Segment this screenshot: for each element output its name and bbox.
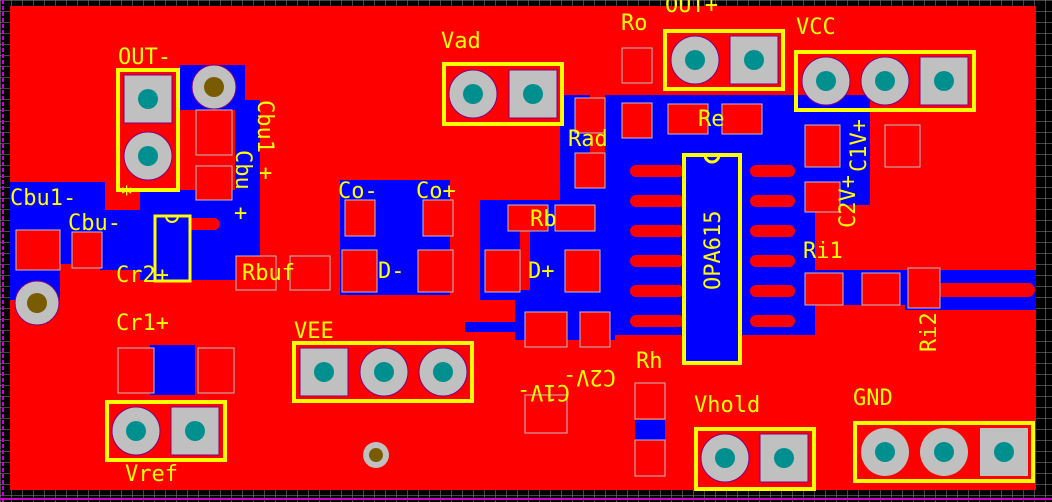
- pad-c1v-plus-b: [884, 124, 921, 168]
- pad-co-plus: [422, 199, 454, 237]
- label-cbu1-plus-sign: +: [259, 161, 272, 186]
- label-rad: Rad: [568, 127, 608, 152]
- label-vad: Vad: [441, 29, 481, 54]
- pad-ro-b: [621, 102, 653, 139]
- pad-rh-b: [634, 439, 666, 477]
- label-cbu-minus: Cbu-: [68, 211, 121, 236]
- label-vhold: Vhold: [694, 393, 760, 418]
- pad-cr1-b: [197, 347, 235, 394]
- pad-d-plus-b: [564, 249, 601, 293]
- pad-rh-a: [634, 382, 666, 420]
- pad-rad-b: [574, 152, 606, 189]
- pad-ri1-a: [804, 272, 844, 306]
- smd-pads: [15, 47, 941, 477]
- label-cr2: Cr2+: [116, 263, 169, 288]
- chip-label: OPA615: [701, 211, 726, 290]
- label-co-minus: Co-: [338, 179, 378, 204]
- label-cbu1-minus: Cbu1-: [10, 186, 76, 211]
- pad-rb-a: [507, 204, 549, 232]
- pad-co-minus: [344, 199, 376, 237]
- pad-re-b: [721, 103, 763, 135]
- pad-d-minus-b: [417, 249, 454, 293]
- connector-vee[interactable]: [292, 341, 474, 403]
- pad-rb-b: [554, 204, 596, 232]
- connector-vad[interactable]: [442, 62, 564, 126]
- connector-out-minus[interactable]: [116, 68, 180, 192]
- pad-rbuf-b: [289, 255, 331, 291]
- label-cbu-plus: Cbu: [230, 150, 255, 190]
- pad-c2v-plus: [804, 181, 841, 213]
- label-ri1: Ri1: [803, 239, 843, 264]
- silkscreen-labels: OUT- Vad OUT+ VCC VEE Vref Vhold GND Ro …: [10, 0, 942, 487]
- label-cr1: Cr1+: [116, 311, 169, 336]
- label-c2v-minus: C2V-: [563, 364, 616, 389]
- label-out-plus: OUT+: [665, 0, 718, 18]
- small-chip[interactable]: [153, 214, 192, 283]
- pad-cbu1-minus: [15, 229, 61, 271]
- label-vcc: VCC: [796, 15, 836, 40]
- opa615-chip[interactable]: OPA615: [682, 153, 742, 365]
- label-c1v-plus: C1V+: [847, 119, 872, 172]
- pad-ro-a: [621, 47, 653, 84]
- label-cbu-plus-sign: +: [234, 201, 247, 226]
- label-ri2: Ri2: [917, 312, 942, 352]
- pad-re-a: [667, 103, 709, 135]
- pad-c1v-plus-a: [804, 124, 841, 168]
- label-re: Re: [698, 107, 725, 132]
- pad-ri2: [907, 267, 941, 309]
- pad-c1v-minus-a: [524, 311, 568, 348]
- pad-rbuf-a: [235, 255, 277, 291]
- label-cbu1-plus: Cbu1: [252, 100, 277, 153]
- label-vref: Vref: [125, 462, 178, 487]
- label-out-minus: OUT-: [118, 45, 171, 70]
- pad-d-minus-a: [341, 249, 378, 293]
- pad-cbu-minus: [71, 231, 103, 269]
- connector-out-plus[interactable]: [663, 29, 785, 91]
- connector-gnd[interactable]: [853, 421, 1035, 483]
- label-d-minus: D-: [378, 259, 405, 284]
- pad-c1v-minus-b: [524, 394, 568, 434]
- label-rb: Rb: [530, 207, 557, 232]
- pad-c2v-minus: [579, 311, 611, 348]
- label-ro: Ro: [621, 11, 648, 36]
- label-vee: VEE: [294, 319, 334, 344]
- connector-vhold[interactable]: [694, 427, 816, 491]
- label-rbuf: Rbuf: [242, 261, 295, 286]
- pad-cr1-a: [117, 347, 155, 394]
- label-c1v-minus: C1V-: [517, 379, 570, 404]
- label-d-plus: D+: [528, 259, 555, 284]
- pad-d-plus-a: [484, 249, 521, 293]
- pad-rad-a: [574, 97, 606, 134]
- connector-vref[interactable]: [105, 400, 227, 462]
- pad-cbu-a: [195, 165, 233, 201]
- label-co-plus: Co+: [416, 179, 456, 204]
- mounting-holes: [14, 64, 389, 468]
- label-gnd: GND: [853, 386, 893, 411]
- label-c2v-plus: C2V+: [836, 175, 861, 228]
- pad-cbu1-a: [195, 109, 233, 156]
- connector-vcc[interactable]: [794, 50, 976, 112]
- label-rh: Rh: [636, 349, 663, 374]
- pad-ri1-b: [861, 272, 901, 306]
- pin1-marker: *: [120, 183, 133, 208]
